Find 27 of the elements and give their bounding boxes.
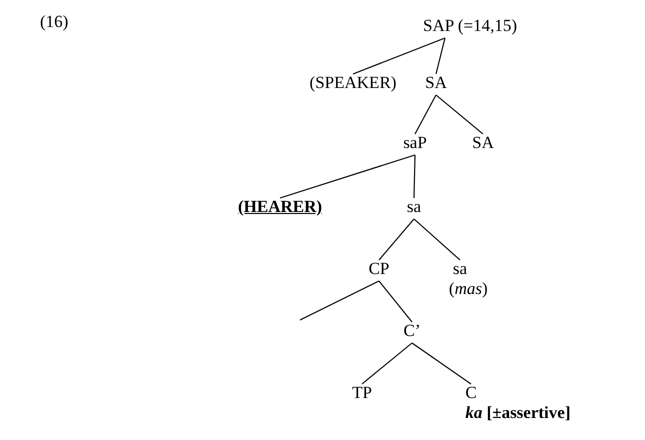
node-label: sa [406, 197, 422, 217]
tree-branch [435, 38, 446, 74]
tree-branch [300, 280, 380, 320]
tree-branch [352, 37, 446, 75]
tree-branch [280, 154, 416, 199]
node-label: (HEARER) [238, 197, 322, 217]
node-annotation: (mas) [448, 279, 488, 299]
node-label: saP [403, 133, 427, 153]
tree-branch [362, 342, 412, 384]
example-number: (16) [40, 12, 68, 32]
tree-branch [412, 342, 472, 384]
node-label: C’ [404, 321, 420, 341]
node-label: (SPEAKER) [310, 73, 396, 93]
node-label: sa [452, 259, 468, 279]
node-label: C [465, 383, 477, 403]
node-label: TP [352, 383, 372, 403]
tree-branch [436, 94, 484, 134]
node-label: SA [472, 133, 494, 153]
node-label: SA [425, 73, 447, 93]
tree-branch [414, 218, 460, 260]
tree-branch [413, 154, 416, 198]
tree-branch [378, 218, 414, 260]
node-label: CP [368, 259, 390, 279]
tree-branch [414, 94, 436, 134]
node-label: SAP (=14,15) [423, 16, 517, 36]
node-annotation: ka [±assertive] [465, 403, 570, 423]
tree-branch [378, 280, 412, 322]
